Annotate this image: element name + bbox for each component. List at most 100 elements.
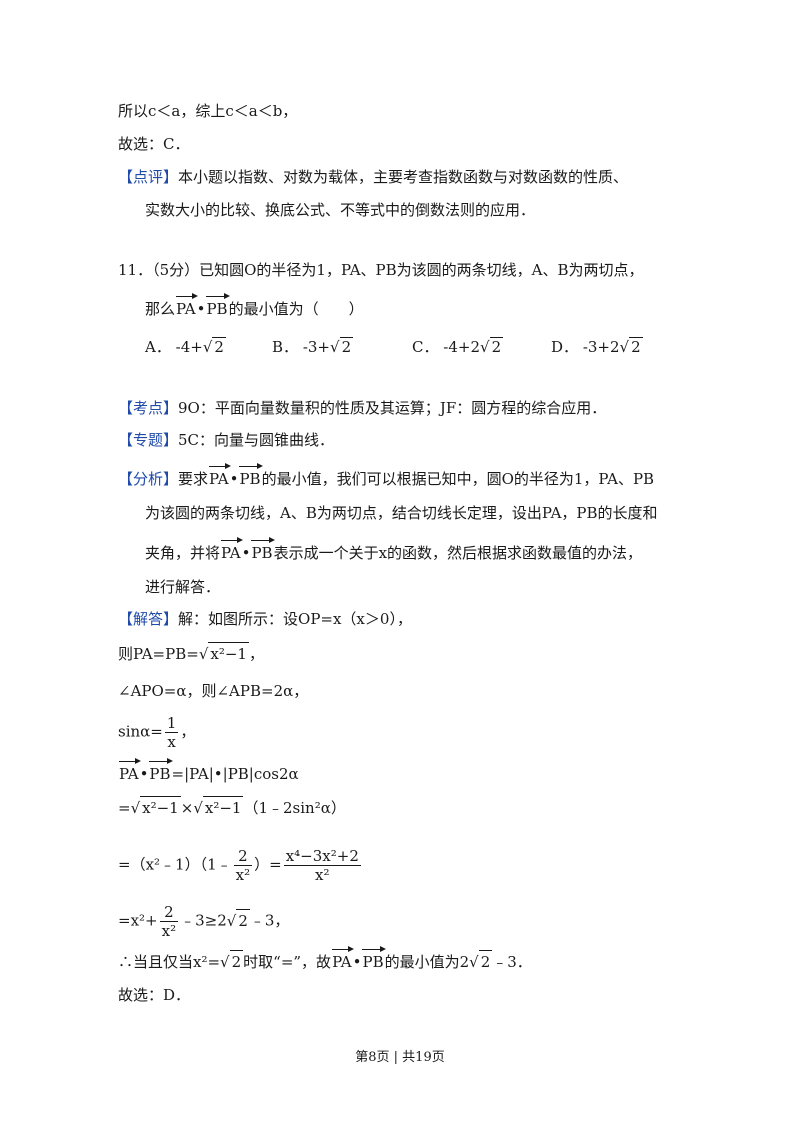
sqrt-expression: √2 — [469, 950, 493, 973]
step-text: ， — [248, 645, 264, 663]
step-text: ）= — [254, 855, 282, 874]
vector-pb: PB — [251, 537, 275, 564]
dot-operator: • — [229, 470, 239, 488]
step-text: sinα= — [118, 722, 163, 741]
sqrt-expression: √x²−1 — [131, 796, 181, 819]
jieda-line: 【解答】解：如图所示：设OP=x（x＞0）， — [118, 608, 412, 630]
comment-text-1: 本小题以指数、对数为载体，主要考查指数函数与对数函数的性质、 — [178, 168, 629, 186]
vector-pb: PB — [149, 758, 173, 785]
comment-line-2: 实数大小的比较、换底公式、不等式中的倒数法则的应用． — [145, 201, 536, 219]
solution-step-9: 故选：D． — [118, 986, 191, 1004]
zhuanti-line: 【专题】5C：向量与圆锥曲线． — [118, 429, 334, 451]
fenxi-text: 夹角，并将 — [145, 544, 221, 562]
vector-pa: PA — [221, 537, 243, 564]
comment-line-1: 【点评】本小题以指数、对数为载体，主要考查指数函数与对数函数的性质、 — [118, 166, 628, 188]
sqrt-expression: √2 — [619, 337, 643, 356]
step-text: 时取“=”，故 — [243, 953, 332, 971]
jieda-tag: 【解答】 — [118, 610, 179, 628]
kaodian-tag: 【考点】 — [118, 399, 179, 417]
step-text: ， — [180, 722, 196, 741]
option-b: B． -3+√2 — [272, 336, 354, 357]
option-value-pre: -3+ — [302, 338, 330, 356]
prev-line-1: 所以c＜a，综上c＜a＜b， — [118, 102, 298, 120]
fenxi-line-1: 【分析】要求PA•PB的最小值，我们可以根据已知中，圆O的半径为1，PA、PB — [118, 463, 655, 490]
option-label: A． — [145, 338, 171, 356]
step-text: 的最小值为2 — [384, 953, 470, 971]
sqrt-expression: √2 — [330, 337, 354, 356]
question-line-2: 那么PA•PB的最小值为（ ） — [145, 293, 364, 320]
option-value-pre: -4+2 — [443, 338, 480, 356]
page-footer: 第8页 | 共19页 — [355, 1050, 445, 1065]
vector-pb: PB — [362, 946, 386, 973]
sqrt-expression: √2 — [227, 908, 250, 932]
zhuanti-text: 5C：向量与圆锥曲线． — [178, 431, 335, 449]
sqrt-expression: √2 — [480, 337, 504, 356]
solution-step-1: 则PA=PB=√x²−1， — [118, 642, 264, 665]
vector-pa: PA — [176, 293, 198, 320]
option-value-pre: -3+2 — [582, 338, 620, 356]
question-suffix: 的最小值为（ ） — [228, 300, 364, 318]
vector-pb: PB — [206, 293, 230, 320]
kaodian-line: 【考点】9O：平面向量数量积的性质及其运算；JF：圆方程的综合应用． — [118, 397, 606, 419]
step-text: ﹣3． — [492, 953, 532, 971]
jieda-text: 解：如图所示：设OP=x（x＞0）， — [178, 610, 412, 628]
fenxi-text: 表示成一个关于x的函数，然后根据求函数最值的办法， — [273, 544, 643, 562]
prev-line-2: 故选：C． — [118, 135, 190, 153]
abs-pb: |PB| — [222, 765, 254, 783]
fenxi-line-3: 夹角，并将PA•PB表示成一个关于x的函数，然后根据求函数最值的办法， — [145, 537, 643, 564]
dot-operator: • — [139, 765, 149, 783]
sqrt-expression: √2 — [202, 337, 226, 356]
cos-term: cos2α — [253, 765, 299, 783]
step-text: = — [118, 799, 131, 817]
step-text: ∴当且仅当x²= — [118, 953, 221, 971]
step-text: =（x²﹣1）（1﹣ — [118, 855, 232, 874]
fenxi-line-2: 为该圆的两条切线，A、B为两切点，结合切线长定理，设出PA，PB的长度和 — [145, 504, 658, 522]
dot-operator: • — [196, 300, 206, 318]
zhuanti-tag: 【专题】 — [118, 431, 179, 449]
step-text: ﹣3≥2 — [180, 911, 227, 930]
kaodian-text: 9O：平面向量数量积的性质及其运算；JF：圆方程的综合应用． — [178, 399, 607, 417]
step-text: =x²+ — [118, 911, 158, 930]
dot-operator: • — [241, 544, 251, 562]
dot-operator: • — [213, 765, 223, 783]
solution-step-5: =√x²−1×√x²−1（1﹣2sin²α） — [118, 796, 346, 819]
fenxi-text: 要求 — [178, 470, 209, 488]
solution-step-2: ∠APO=α，则∠APB=2α， — [118, 682, 309, 700]
vector-pa: PA — [332, 946, 354, 973]
vector-pa: PA — [119, 758, 141, 785]
option-value-pre: -4+ — [175, 338, 203, 356]
vector-pb: PB — [239, 463, 263, 490]
fenxi-line-4: 进行解答． — [145, 578, 221, 596]
fenxi-tag: 【分析】 — [118, 470, 179, 488]
question-line-1: 11．（5分）已知圆O的半径为1，PA、PB为该圆的两条切线，A、B为两切点， — [118, 261, 644, 279]
comment-tag: 【点评】 — [118, 168, 179, 186]
dot-operator: • — [352, 953, 362, 971]
times-operator: × — [180, 799, 194, 817]
step-text: = — [171, 765, 185, 783]
abs-pa: |PA| — [184, 765, 214, 783]
sqrt-expression: √2 — [220, 950, 244, 973]
option-a: A． -4+√2 — [145, 336, 226, 357]
sqrt-expression: √x²−1 — [199, 642, 249, 665]
option-c: C． -4+2√2 — [412, 336, 504, 357]
option-label: D． — [551, 338, 579, 356]
step-text: ﹣3， — [249, 911, 290, 930]
option-label: B． — [272, 338, 299, 356]
step-text: 则PA=PB= — [118, 645, 199, 663]
fenxi-text: 的最小值，我们可以根据已知中，圆O的半径为1，PA、PB — [261, 470, 655, 488]
step-text: （1﹣2sin²α） — [243, 799, 346, 817]
option-d: D． -3+2√2 — [551, 336, 643, 357]
option-label: C． — [412, 338, 439, 356]
vector-pa: PA — [209, 463, 231, 490]
question-prefix: 那么 — [145, 300, 176, 318]
solution-step-4: PA•PB=|PA|•|PB|cos2α — [118, 758, 299, 785]
sqrt-expression: √x²−1 — [193, 796, 244, 819]
